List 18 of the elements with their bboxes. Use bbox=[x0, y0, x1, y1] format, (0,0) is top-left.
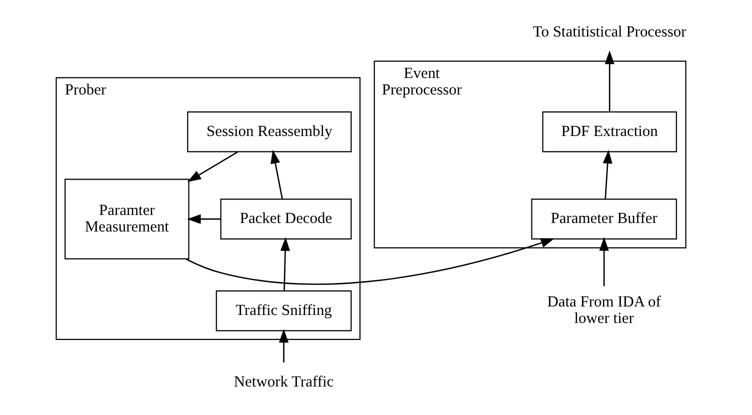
node-box: Parameter Buffer bbox=[531, 198, 677, 240]
node-box: Session Reassembly bbox=[187, 111, 352, 152]
node-box: Traffic Sniffing bbox=[216, 290, 352, 332]
node-text: To Statitistical Processor bbox=[532, 24, 686, 41]
node-box: Paramter Measurement bbox=[64, 178, 190, 260]
node-box: PDF Extraction bbox=[542, 111, 677, 152]
arrow bbox=[187, 151, 238, 182]
arrow bbox=[599, 237, 609, 286]
arrow bbox=[280, 237, 290, 291]
arrow bbox=[187, 214, 220, 224]
node-text: Network Traffic bbox=[234, 374, 334, 391]
arrow bbox=[270, 150, 283, 200]
node-text: Data From IDA of lower tier bbox=[547, 294, 661, 328]
arrow bbox=[602, 150, 612, 200]
arrow bbox=[604, 50, 614, 112]
arrow bbox=[278, 328, 289, 362]
node-box: Packet Decode bbox=[220, 198, 352, 240]
arrow bbox=[186, 238, 555, 285]
